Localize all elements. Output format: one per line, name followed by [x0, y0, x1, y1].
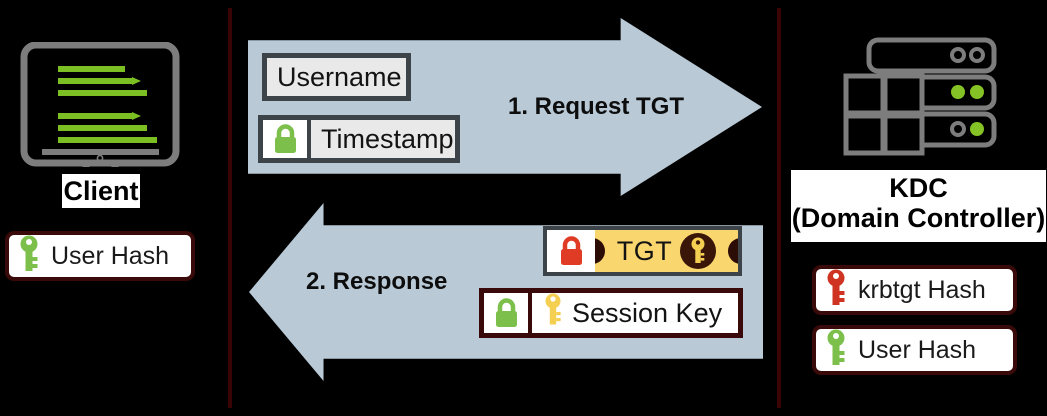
key-icon — [824, 269, 848, 312]
kdc-hash-krbtgt[interactable]: krbtgt Hash — [812, 265, 1017, 315]
arrow-request-tgt — [248, 18, 762, 196]
arrow-request-tgt-label: 1. Request TGT — [508, 93, 684, 121]
divider-left — [228, 8, 232, 408]
arrow-response-label: 2. Response — [306, 268, 447, 296]
kdc-label-line2: (Domain Controller) — [791, 203, 1046, 234]
kdc-label: KDC (Domain Controller) — [791, 170, 1046, 242]
message-item-username-label: Username — [277, 61, 402, 92]
message-item-timestamp[interactable]: Timestamp — [258, 115, 460, 163]
kdc-hash-user-label: User Hash — [858, 335, 977, 364]
divider-right — [777, 8, 781, 408]
key-icon — [542, 293, 564, 334]
arrow-request-tgt-label-text: 1. Request TGT — [508, 93, 685, 120]
message-item-tgt[interactable]: TGT — [543, 226, 742, 276]
key-icon — [17, 235, 41, 278]
padlock-icon — [263, 120, 311, 158]
ticket-notch-left-icon — [595, 238, 605, 264]
key-icon — [824, 329, 848, 372]
arrow-response-label-text: 2. Response — [306, 268, 448, 295]
message-item-username[interactable]: Username — [262, 53, 411, 101]
kdc-label-line1: KDC — [889, 173, 948, 203]
message-item-session-key[interactable]: Session Key — [479, 288, 743, 338]
kdc-server-icon — [843, 37, 1001, 165]
kdc-hash-user[interactable]: User Hash — [812, 325, 1017, 375]
message-item-tgt-label: TGT — [616, 235, 673, 266]
tgt-ticket: TGT — [595, 230, 738, 272]
message-item-timestamp-label: Timestamp — [321, 123, 454, 154]
message-item-session-key-label: Session Key — [572, 297, 723, 328]
client-hash-user-label: User Hash — [51, 241, 170, 270]
client-label-text: Client — [63, 176, 139, 206]
key-icon — [680, 233, 717, 269]
client-monitor-icon — [20, 42, 192, 167]
kdc-hash-krbtgt-label: krbtgt Hash — [858, 275, 986, 304]
padlock-icon — [484, 293, 532, 333]
client-label: Client — [62, 174, 140, 208]
message-item-session-key-cell: Session Key — [532, 293, 738, 333]
ticket-notch-right-icon — [728, 238, 738, 264]
client-hash-user[interactable]: User Hash — [5, 231, 195, 281]
padlock-icon — [547, 230, 595, 272]
